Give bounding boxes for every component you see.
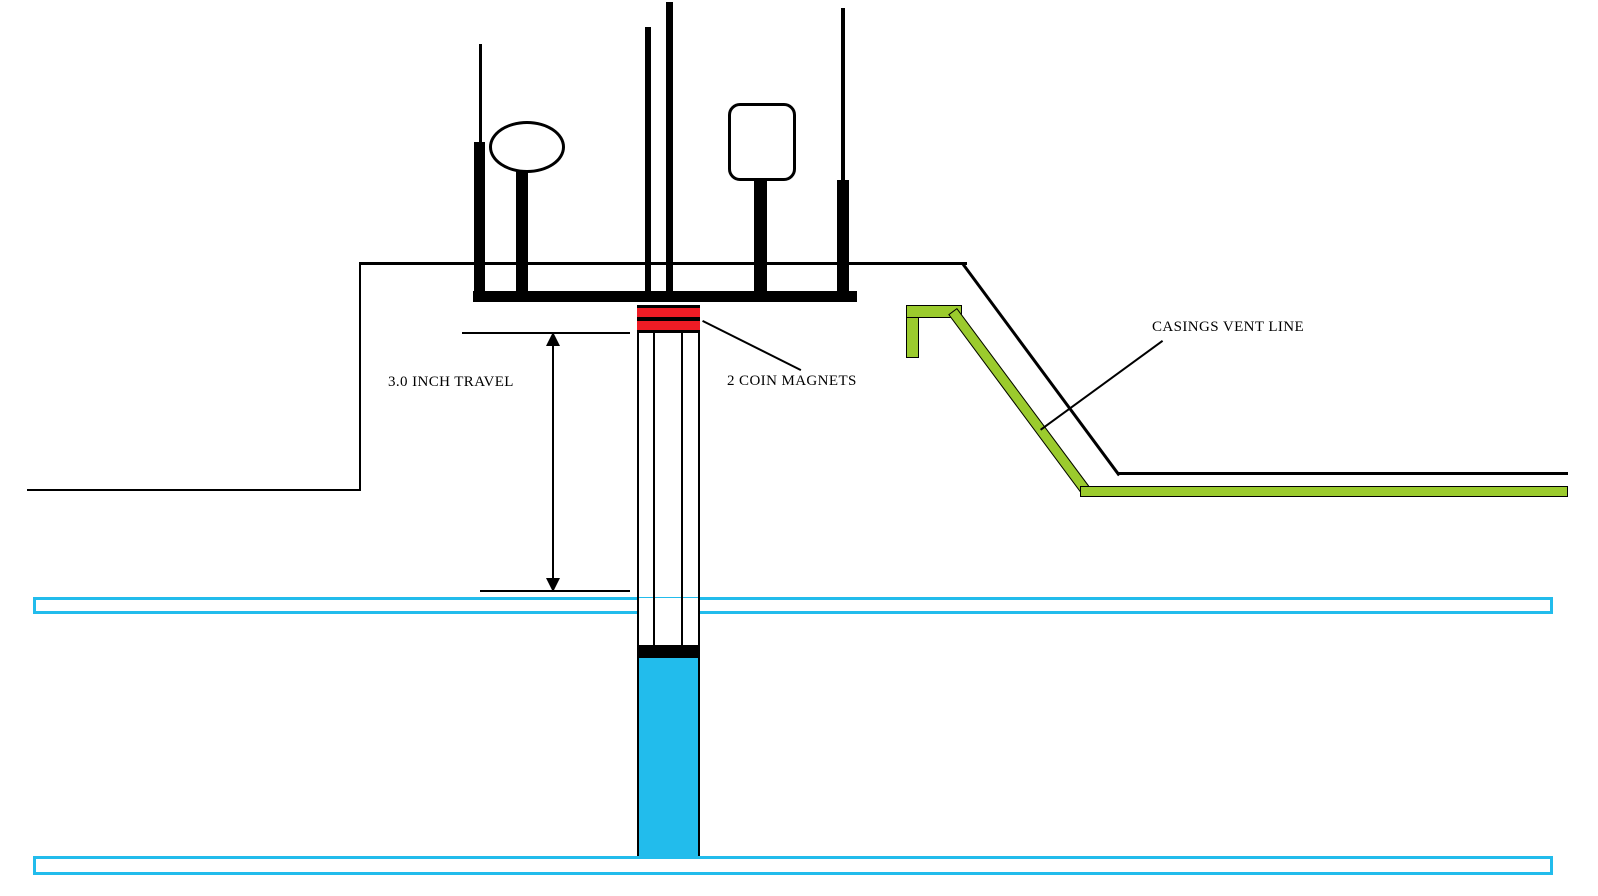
dimension-line xyxy=(552,337,554,587)
coin-magnets-block xyxy=(637,305,700,333)
left-antenna-line xyxy=(479,44,482,144)
right-antenna-line xyxy=(841,8,845,182)
pipe-seal-band xyxy=(637,645,700,658)
gauge-ellipse xyxy=(489,121,565,173)
control-box-stem xyxy=(754,180,767,294)
ground-line-diagonal xyxy=(961,263,1121,477)
vent-line-diagonal xyxy=(948,308,1092,496)
left-post xyxy=(474,142,485,294)
ground-line-right xyxy=(1117,472,1568,475)
magnet-divider-line xyxy=(637,317,700,321)
center-rod-right xyxy=(666,2,673,293)
ground-line-vertical xyxy=(359,263,361,491)
magnets-leader-line xyxy=(702,320,802,372)
magnets-label: 2 COIN MAGNETS xyxy=(727,373,857,389)
water-column xyxy=(637,658,700,858)
right-post xyxy=(837,180,849,294)
vent-line-hook-horizontal xyxy=(906,305,962,318)
bottom-water-band xyxy=(33,856,1553,875)
arrowhead-down-icon xyxy=(546,578,560,592)
inner-drop-pipe xyxy=(653,333,683,645)
wellhead-crossbar xyxy=(473,291,857,302)
vent-line-horizontal xyxy=(1080,486,1568,497)
ground-line-top xyxy=(359,262,967,265)
arrowhead-up-icon xyxy=(546,332,560,346)
control-box xyxy=(728,103,796,181)
vent-label: CASINGS VENT LINE xyxy=(1152,319,1305,335)
vent-leader-line xyxy=(1040,340,1164,431)
ground-line-left xyxy=(27,489,360,491)
center-rod-left xyxy=(645,27,651,293)
well-casing-lower xyxy=(637,598,700,645)
gauge-stem xyxy=(516,170,528,294)
water-table-band xyxy=(33,597,1553,614)
travel-label: 3.0 INCH TRAVEL xyxy=(388,374,514,390)
well-casing-upper xyxy=(637,333,700,598)
